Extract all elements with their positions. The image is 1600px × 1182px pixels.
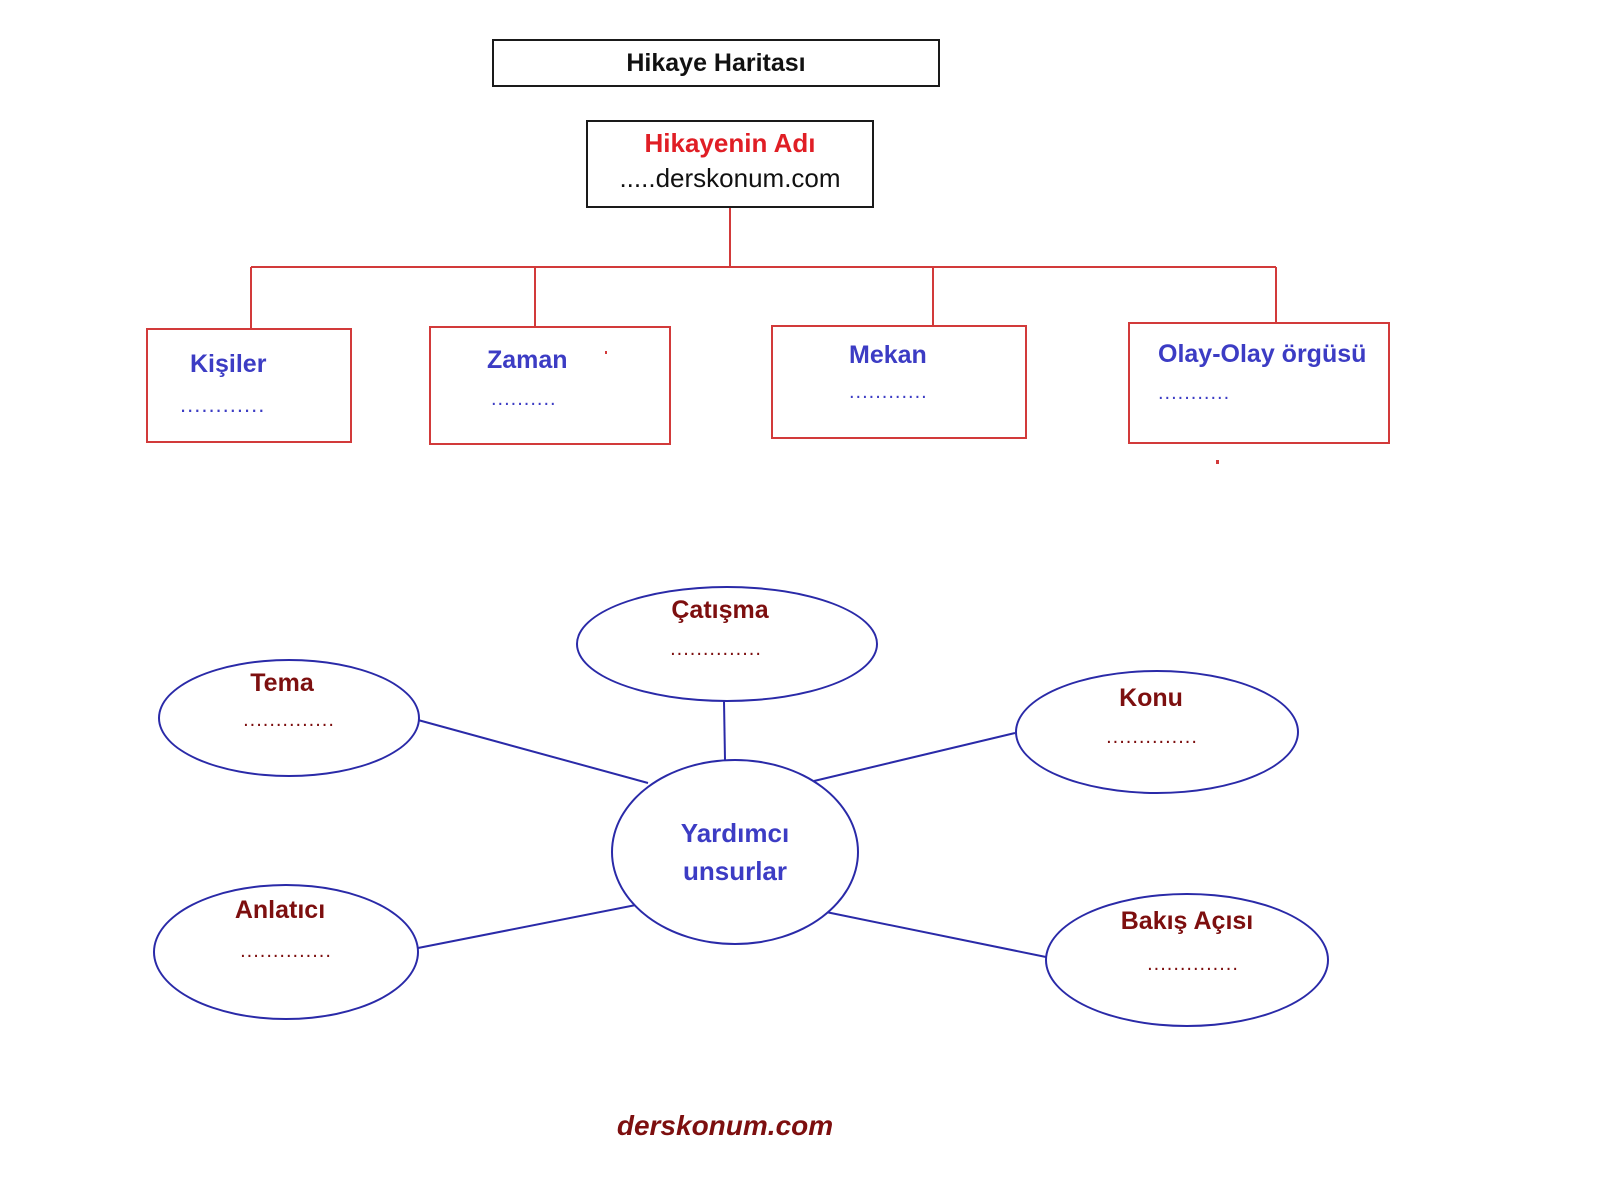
footer-watermark: derskonum.com <box>616 1110 834 1141</box>
story-name-label: Hikayenin Adı <box>644 128 816 158</box>
category-blank: .......... <box>491 388 557 410</box>
element-blank: .............. <box>1106 726 1198 748</box>
spoke-konu <box>813 732 1016 782</box>
category-box-olay: Olay-Olay örgüsü ........... <box>1128 322 1390 444</box>
element-label: Konu <box>1119 684 1183 712</box>
stray-mark <box>1216 460 1219 464</box>
category-blank: ............ <box>180 392 266 417</box>
story-name-value: .....derskonum.com <box>619 163 841 193</box>
story-name-box: Hikayenin Adı .....derskonum.com <box>586 120 874 208</box>
element-ellipse-tema: Tema .............. <box>158 659 420 777</box>
element-blank: .............. <box>243 709 335 731</box>
category-label: Zaman <box>487 346 568 374</box>
element-ellipse-konu: Konu .............. <box>1015 670 1299 794</box>
spoke-anlatici <box>417 904 637 949</box>
element-ellipse-bakis-acisi: Bakış Açısı .............. <box>1045 893 1329 1027</box>
spoke-catisma <box>723 700 726 761</box>
element-blank: .............. <box>1147 953 1239 975</box>
element-label: Anlatıcı <box>234 896 326 924</box>
category-box-kisiler: Kişiler ............ <box>146 328 352 443</box>
element-ellipse-catisma: Çatışma .............. <box>576 586 878 702</box>
element-label: Bakış Açısı <box>1120 907 1254 935</box>
element-blank: .............. <box>240 940 332 962</box>
category-label: Olay-Olay örgüsü <box>1158 340 1367 368</box>
element-label: Çatışma <box>671 596 769 624</box>
element-ellipse-anlatici: Anlatıcı .............. <box>153 884 419 1020</box>
center-ellipse: Yardımcı unsurlar <box>611 759 859 945</box>
category-blank: ........... <box>1158 382 1231 404</box>
center-label: Yardımcı unsurlar <box>680 818 790 886</box>
spoke-bakis <box>825 911 1047 958</box>
stray-mark <box>605 351 607 354</box>
element-label: Tema <box>250 669 314 697</box>
category-label: Kişiler <box>190 350 267 378</box>
diagram-title: Hikaye Haritası <box>492 39 940 87</box>
category-label: Mekan <box>849 341 927 369</box>
category-box-zaman: Zaman .......... <box>429 326 671 445</box>
element-blank: .............. <box>670 638 762 660</box>
spoke-tema <box>417 719 649 784</box>
category-box-mekan: Mekan ............ <box>771 325 1027 439</box>
category-blank: ............ <box>849 381 928 403</box>
